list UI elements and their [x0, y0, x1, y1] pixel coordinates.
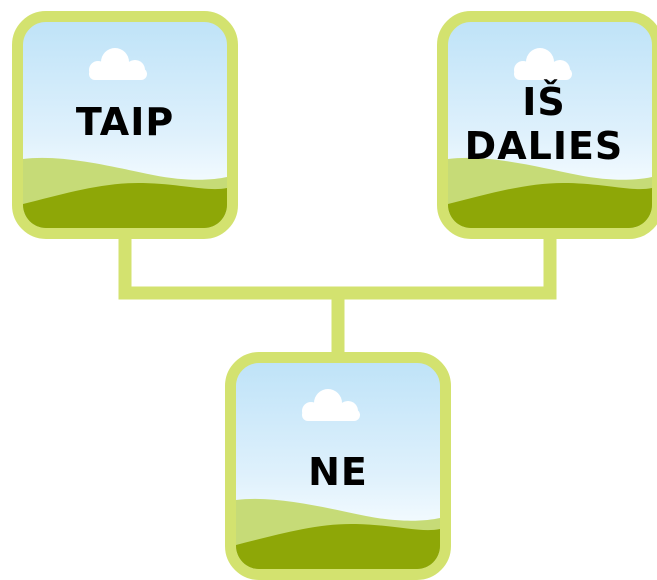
cloud-icon — [89, 48, 147, 80]
node-taip: TAIP — [12, 11, 238, 239]
node-label-is-dalies: IŠ DALIES — [464, 80, 624, 168]
hill-front — [448, 182, 652, 228]
landscape-icon — [236, 389, 440, 569]
cloud-icon — [302, 389, 360, 421]
connector-taip-to-ne — [118, 233, 345, 358]
landscape-icon — [23, 48, 227, 228]
landscape-icon — [448, 48, 652, 228]
hill-front — [236, 523, 440, 569]
node-label-ne: NE — [308, 450, 368, 494]
cloud-icon — [514, 48, 572, 80]
hill-front — [23, 182, 227, 228]
connector-is-dalies-to-ne — [338, 233, 557, 300]
node-is-dalies: IŠ DALIES — [437, 11, 657, 239]
node-label-taip: TAIP — [75, 100, 175, 144]
node-ne: NE — [225, 352, 451, 580]
